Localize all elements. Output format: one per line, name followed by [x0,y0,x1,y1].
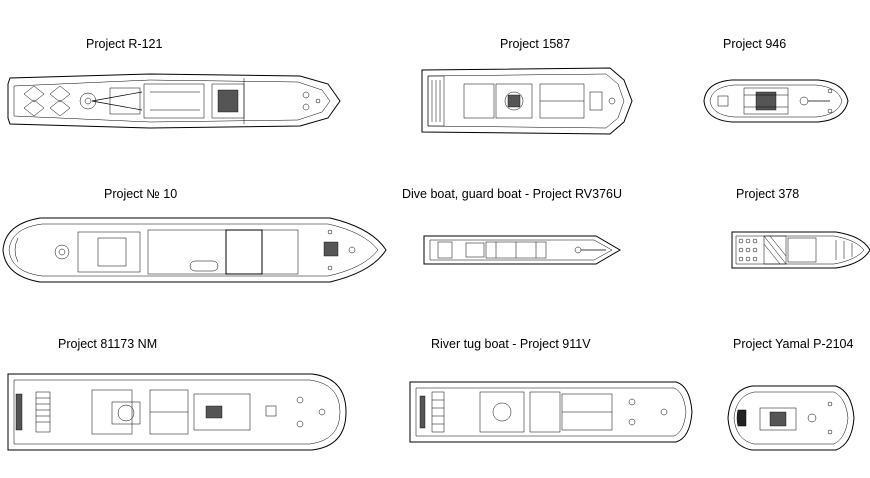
caption-81173: Project 81173 NM [58,337,157,351]
boat-81173: Project 81173 NM [7,337,347,451]
caption-1587: Project 1587 [500,37,570,51]
bollards-378 [738,238,758,262]
plan-946 [703,79,849,123]
plan-rv376u [423,235,621,265]
caption-yamal: Project Yamal P-2104 [733,337,853,351]
plan-911v [409,381,693,443]
boat-r121: Project R-121 [7,37,341,129]
caption-911v: River tug boat - Project 911V [431,337,591,351]
plan-r121 [7,73,341,129]
caption-rv376u: Dive boat, guard boat - Project RV376U [402,187,622,201]
caption-r121: Project R-121 [86,37,162,51]
boat-946: Project 946 [703,37,849,123]
boat-rv376u: Dive boat, guard boat - Project RV376U [402,187,622,265]
boat-378: Project 378 [731,187,870,269]
boat-1587: Project 1587 [421,37,633,135]
plan-1587 [421,67,633,135]
plan-yamal [727,385,855,451]
caption-n10: Project № 10 [104,187,177,201]
plan-n10 [2,217,387,283]
boat-n10: Project № 10 [2,187,387,283]
plan-378 [731,231,870,269]
boat-yamal: Project Yamal P-2104 [727,337,855,451]
boat-911v: River tug boat - Project 911V [409,337,693,443]
caption-946: Project 946 [723,37,786,51]
caption-378: Project 378 [736,187,799,201]
plan-81173 [7,373,347,451]
